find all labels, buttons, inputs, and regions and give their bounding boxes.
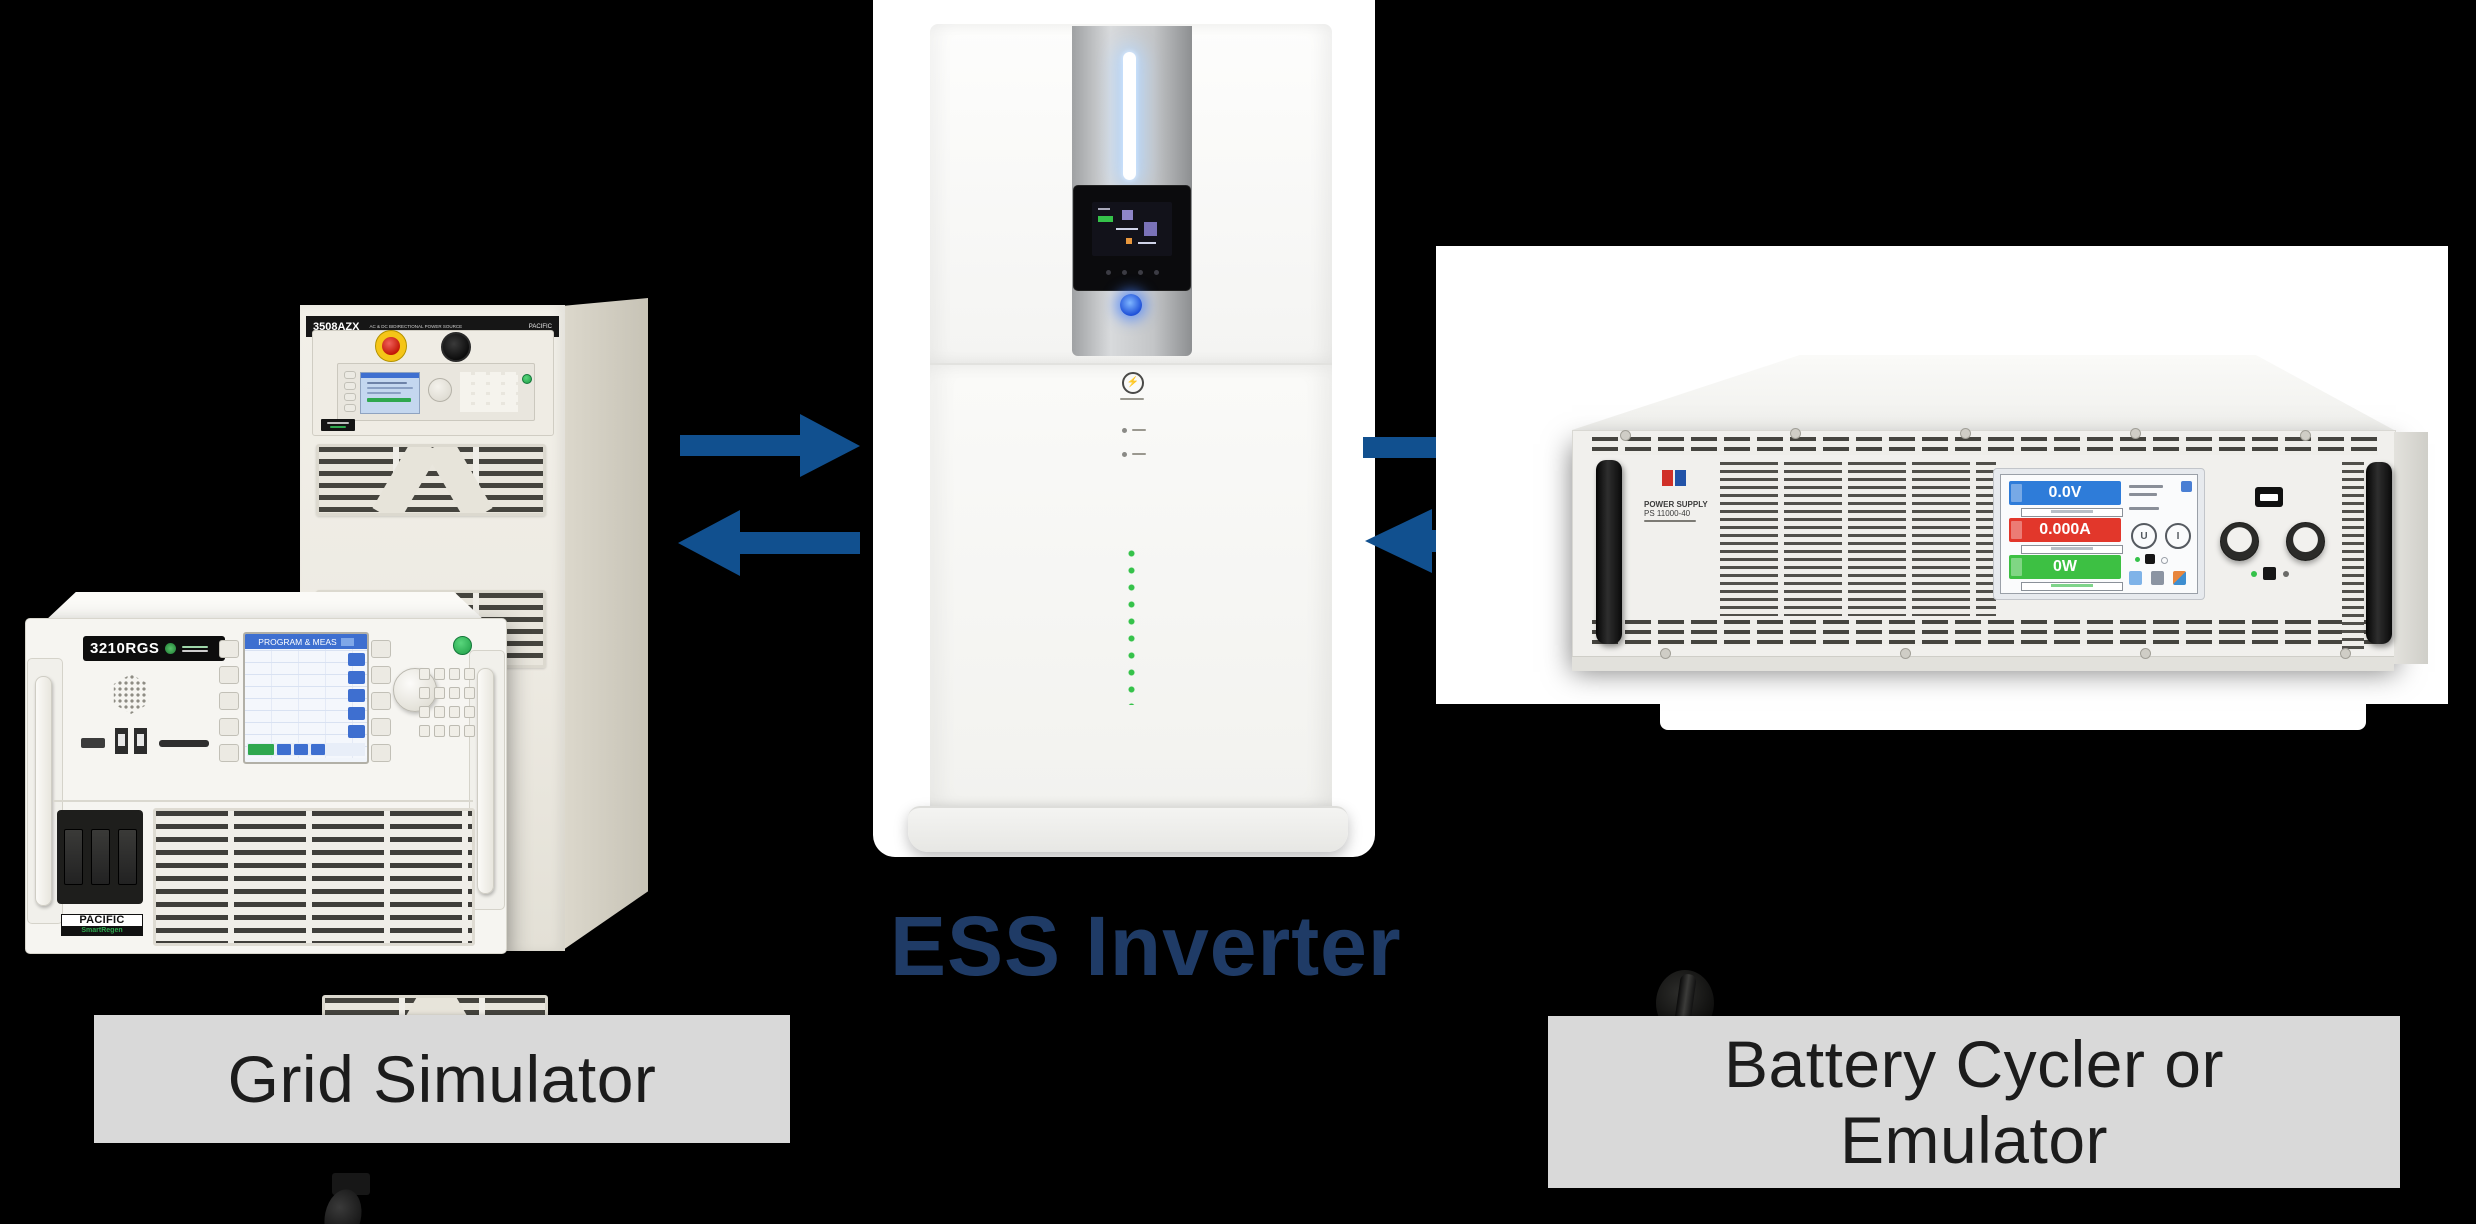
rack-handle-right: [477, 668, 494, 894]
battery-unit-bottom-lip: [1572, 656, 2394, 671]
usb-port-2: [134, 728, 147, 754]
rack-subpanel: [337, 363, 535, 421]
inverter-status-leds: [1128, 545, 1135, 705]
arrow-left-icon: [678, 510, 860, 576]
inverter-led-bar: [1123, 52, 1136, 180]
battery-handle-left: [1596, 460, 1622, 644]
voltage-row: 0.0V: [2009, 481, 2121, 505]
inverter-charge-icon: ⚡: [1122, 372, 1144, 394]
battery-label-line-2: Emulator: [1839, 1103, 2109, 1177]
rack-control-panel: [312, 330, 554, 436]
settings-icon: [2151, 571, 2164, 585]
battery-unit-label: POWER SUPPLY PS 11000-40: [1644, 500, 1724, 523]
battery-unit-side: [2394, 432, 2428, 664]
smartregen-brand: SmartRegen: [62, 926, 142, 935]
speaker-grille: [113, 674, 149, 714]
instrument-screen: PROGRAM & MEAS: [243, 632, 369, 764]
usb-port-1: [115, 728, 128, 754]
current-row: 0.000A: [2009, 518, 2121, 542]
instrument-keypad: [419, 668, 475, 737]
battery-usb-port: [2255, 487, 2283, 507]
battery-top-vent-band: [1592, 437, 2378, 455]
battery-bottom-vent-band: [1592, 620, 2378, 646]
arrow-right-icon: [680, 414, 860, 477]
rack-subtitle: AC & DC BIDIRECTIONAL POWER SOURCE: [369, 324, 463, 329]
rack-brand: PACIFIC: [528, 323, 552, 330]
sd-card-slot: [159, 740, 209, 747]
instrument-vent: [153, 808, 475, 946]
current-value: 0.000A: [2039, 521, 2091, 538]
battery-knob-left: [2220, 522, 2259, 561]
arrow-inverter-to-grid: [678, 510, 860, 576]
battery-label-line1: POWER SUPPLY: [1644, 500, 1708, 509]
rack-side-panel: [563, 298, 648, 950]
instrument-rotary-knob: [393, 668, 437, 712]
instrument-screen-title: PROGRAM & MEAS: [258, 636, 337, 647]
inverter-screen: [1092, 202, 1172, 256]
battery-right-vent-column: [2342, 462, 2364, 650]
folder-icon: [2181, 481, 2192, 492]
rack-keypad: [460, 372, 518, 412]
battery-cycler-label: Battery Cycler or Emulator: [1548, 1016, 2400, 1188]
battery-photo-background-lower: [1660, 704, 2366, 730]
circuit-breakers: [57, 810, 143, 904]
overview-icon: [2173, 571, 2186, 585]
battery-label-line-1: Battery Cycler or: [1724, 1027, 2224, 1101]
current-dial-icon: I: [2165, 523, 2191, 549]
instrument-lid: [45, 592, 485, 621]
instrument-model: 3210RGS: [90, 640, 160, 657]
inverter-base: [908, 806, 1348, 852]
power-row: 0W: [2009, 555, 2121, 579]
battery-onoff-button: [2263, 567, 2276, 580]
ess-inverter-title: ESS Inverter: [890, 899, 1402, 993]
battery-handle-right: [2366, 462, 2392, 644]
power-value: 0W: [2053, 558, 2077, 575]
voltage-dial-icon: U: [2131, 523, 2157, 549]
menu-icon: [2129, 571, 2142, 585]
instrument-power-button: [453, 636, 472, 655]
inverter-power-button: [1120, 294, 1142, 316]
grid-simulator-label: Grid Simulator: [94, 1015, 790, 1143]
caster-wheel-left: [320, 1173, 380, 1224]
rack-vent-1: [316, 444, 546, 516]
regen-logo-icon: [165, 643, 177, 654]
rack-model: 3508AZX: [313, 320, 360, 333]
hdmi-port: [81, 738, 105, 748]
instrument-front-panel: 3210RGS PROGRAM & MEAS: [53, 624, 475, 800]
emergency-stop-button: [375, 330, 407, 362]
supply-knob: [441, 332, 471, 362]
ea-logo-icon: [1662, 470, 1686, 486]
battery-knob-right: [2286, 522, 2325, 561]
rack-mini-label: [321, 419, 355, 431]
pacific-brand: PACIFIC: [79, 914, 125, 926]
rack-lcd: [360, 372, 420, 414]
instrument-model-label: 3210RGS: [83, 636, 225, 661]
inverter-display-panel: [1074, 186, 1190, 290]
battery-main-vent: [1720, 462, 1996, 616]
pacific-brand-badge: PACIFIC SmartRegen: [61, 914, 143, 936]
rack-knob: [428, 378, 452, 402]
voltage-value: 0.0V: [2048, 484, 2082, 501]
grid-simulator-label-text: Grid Simulator: [227, 1042, 657, 1116]
battery-touchscreen: 0.0V 0.000A 0W U I: [2000, 474, 2198, 594]
battery-screen-panel: 0.0V 0.000A 0W U I: [1993, 468, 2205, 600]
rack-handle-left: [35, 676, 52, 906]
battery-label-line2: PS 11000-40: [1644, 509, 1691, 519]
pacific-instrument: 3210RGS PROGRAM & MEAS: [25, 592, 507, 954]
arrow-grid-to-inverter: [680, 414, 860, 477]
